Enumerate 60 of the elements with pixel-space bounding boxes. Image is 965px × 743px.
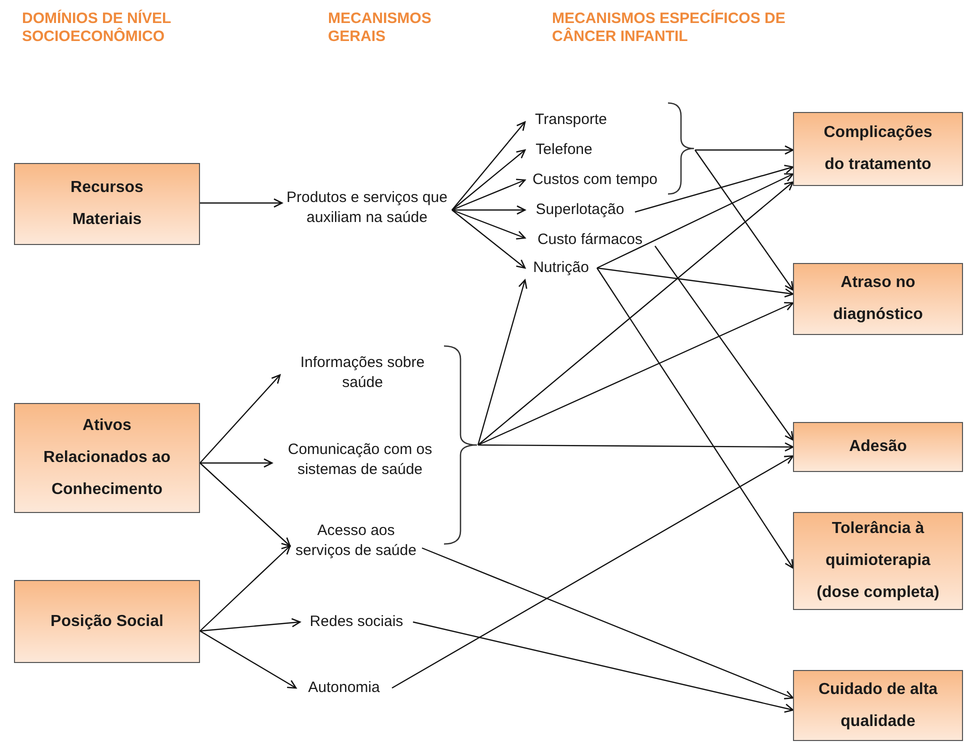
arrow (200, 374, 281, 464)
arrow (478, 181, 794, 446)
arrow (452, 121, 526, 210)
category-box (14, 580, 200, 663)
arrow (452, 209, 526, 240)
category-label: Adesão (849, 437, 907, 457)
arrow (200, 618, 301, 632)
arrow (200, 545, 291, 632)
arrow (452, 205, 526, 215)
category-label: Cuidado de alta qualidade (817, 680, 939, 732)
mechanism-label: Acesso aos serviços de saúde (290, 518, 422, 563)
mechanism-label: Custo fármacos (525, 228, 655, 252)
mechanism-label: Redes sociais (300, 610, 413, 634)
mechanism-label: Telefone (525, 138, 603, 162)
arrow (478, 302, 794, 446)
mechanism-label: Comunicação com os sistemas de saúde (272, 437, 448, 482)
arrow (452, 210, 526, 269)
category-label: Recursos Materiais (70, 178, 144, 230)
arrow (634, 164, 794, 213)
category-label: Complicações do tratamento (822, 123, 934, 175)
mechanism-label: Superlotação (525, 198, 635, 222)
mechanism-label: Transporte (525, 108, 617, 132)
category-label: Ativos Relacionados ao Conhecimento (42, 416, 172, 500)
arrow (452, 178, 526, 211)
column-heading: DOMÍNIOS DE NÍVEL SOCIOECONÔMICO (22, 10, 172, 46)
arrow (200, 462, 291, 547)
arrow (596, 267, 794, 298)
category-label: Posição Social (50, 612, 164, 632)
arrow (654, 246, 794, 441)
category-box (793, 422, 963, 472)
arrow (200, 198, 283, 208)
category-box (14, 403, 200, 513)
mechanism-label: Autonomia (296, 676, 392, 700)
arrow (478, 442, 794, 452)
category-box (14, 163, 200, 245)
category-label: Tolerância à quimioterapia (dose completa) (816, 519, 940, 603)
mechanism-label: Informações sobre saúde (280, 350, 445, 395)
category-box (793, 112, 963, 186)
arrow (422, 547, 794, 700)
category-box (793, 512, 963, 610)
curly-brace (443, 345, 478, 545)
arrow (695, 145, 794, 155)
arrow (392, 455, 794, 689)
mechanism-label: Custos com tempo (525, 168, 665, 192)
category-box (793, 263, 963, 335)
category-box (793, 670, 963, 741)
arrow (596, 268, 794, 569)
arrow (200, 458, 273, 468)
arrow (452, 149, 526, 210)
category-label: Atraso no diagnóstico (832, 273, 924, 325)
arrow (200, 630, 297, 689)
arrow (412, 621, 794, 713)
arrow (596, 173, 794, 269)
arrow (477, 279, 528, 446)
column-heading: MECANISMOS GERAIS (328, 10, 432, 46)
mechanism-label: Produtos e serviços que auxiliam na saúde (282, 183, 452, 233)
mechanism-label: Nutrição (525, 256, 597, 280)
column-heading: MECANISMOS ESPECÍFICOS DE CÂNCER INFANTIL (552, 10, 786, 46)
arrow (694, 150, 794, 291)
curly-brace (667, 102, 695, 195)
